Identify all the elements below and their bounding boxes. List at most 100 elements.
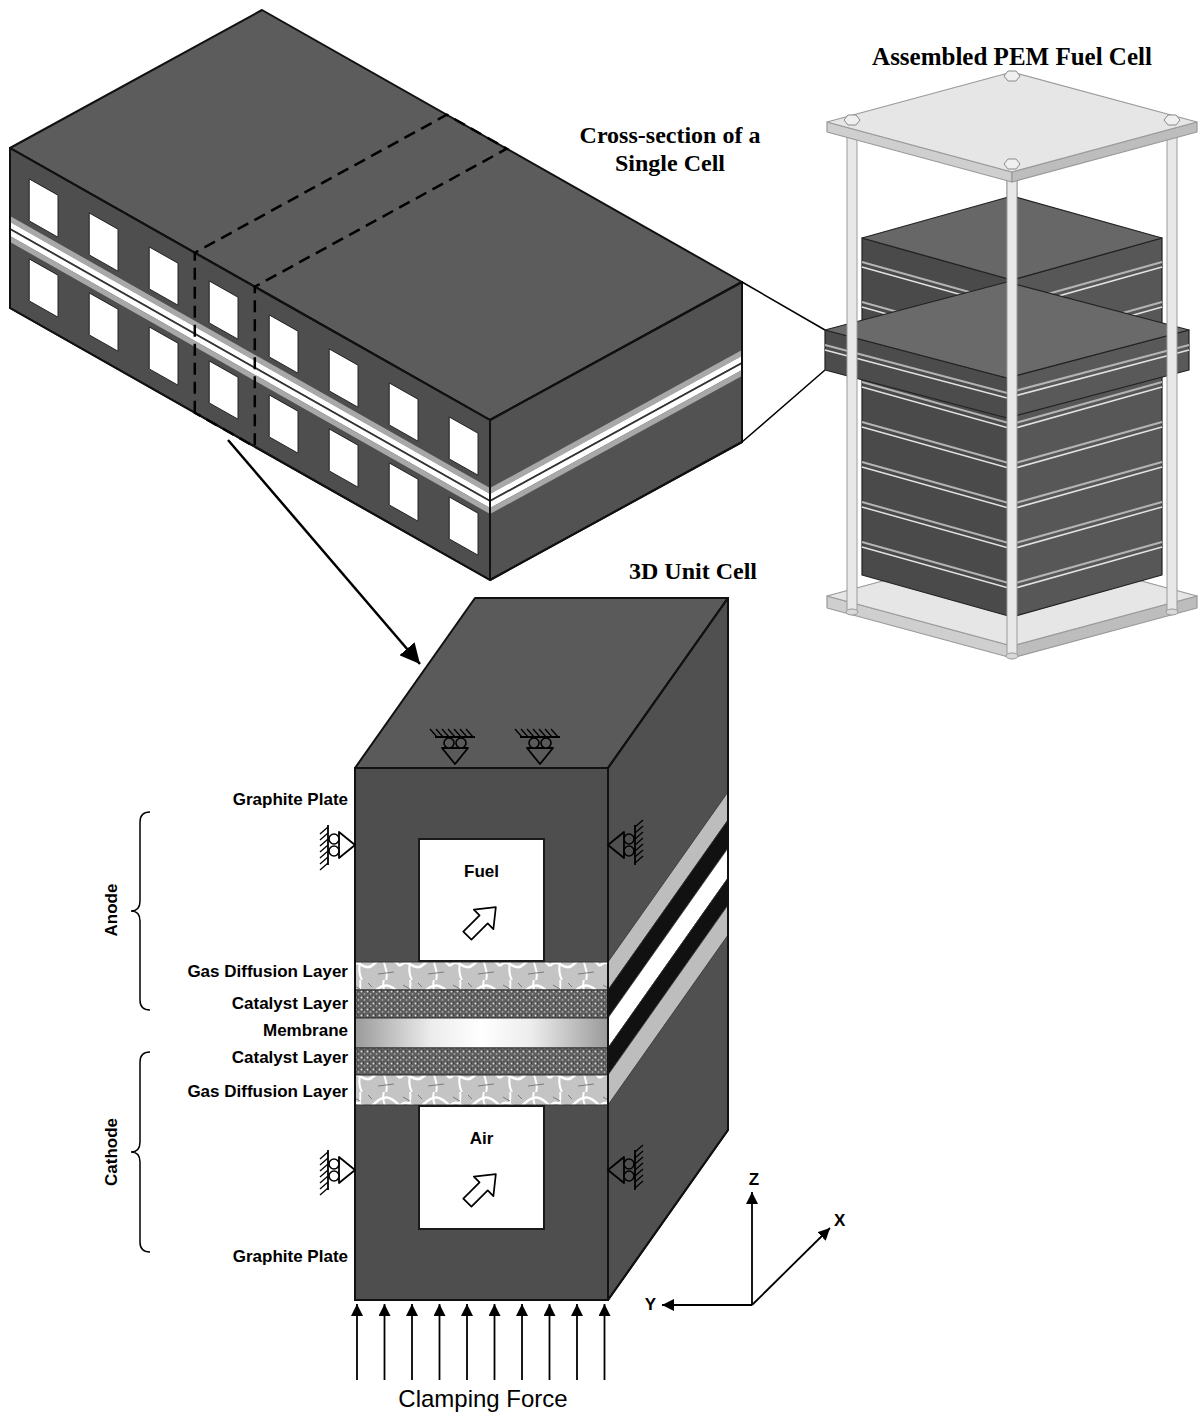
block-layer [10, 216, 490, 494]
mea-layer-side [608, 878, 728, 1075]
support-hatch [320, 1176, 328, 1183]
gas-channel [389, 383, 418, 441]
support-roller [329, 1171, 339, 1181]
roller-support [430, 729, 475, 764]
support-hatch [635, 1181, 643, 1188]
flow-arrow [459, 898, 505, 944]
gas-channel [389, 463, 418, 521]
support-hatch [635, 1145, 643, 1152]
gas-channel [269, 395, 298, 453]
support-triangle [339, 1157, 355, 1183]
support-hatch [635, 856, 643, 863]
support-hatch [545, 729, 552, 737]
mea-layer [355, 962, 608, 990]
view-title: 3D Unit Cell [629, 558, 757, 586]
support-hatch [635, 850, 643, 857]
mea-layer [355, 1048, 608, 1075]
part-name: Graphite Plate [233, 1247, 348, 1267]
cell-front-face [355, 768, 608, 1300]
roller-support [320, 825, 355, 870]
gas-channel [149, 327, 178, 385]
block-layer [10, 222, 490, 500]
flow-arrow [459, 1165, 505, 1211]
gas-channel [89, 213, 118, 271]
mea-layer-side [608, 905, 728, 1105]
block-layer [10, 236, 490, 514]
support-triangle [442, 748, 468, 764]
force-arrow [521, 1304, 523, 1380]
roller-support [320, 1150, 355, 1195]
support-hatch [460, 729, 467, 737]
support-hatch [539, 729, 546, 737]
roller-support [608, 820, 643, 865]
figure-title: Assembled PEM Fuel Cell [872, 43, 1152, 72]
support-roller [329, 834, 339, 844]
cell-side-outline [608, 598, 728, 1300]
gas-channel [269, 315, 298, 373]
unit-cell-outline-dashed [195, 115, 507, 447]
support-roller [541, 738, 551, 748]
support-hatch [635, 844, 643, 851]
tie-rod [1007, 162, 1017, 656]
block-layer [490, 370, 742, 514]
axis-name: Z [749, 1170, 759, 1190]
support-hatch [551, 729, 558, 737]
support-hatch [466, 729, 473, 737]
support-hatch [527, 729, 534, 737]
support-roller [456, 738, 466, 748]
part-name: Membrane [263, 1021, 348, 1041]
flow-name: Fuel [464, 862, 499, 882]
force-arrow [411, 1304, 413, 1380]
support-hatch [515, 729, 522, 737]
flow-arrow-outline [459, 1165, 505, 1211]
cell-side-face [608, 598, 728, 1300]
gas-channel: Fuel [418, 838, 545, 962]
electrode-bracket [131, 1052, 150, 1252]
force-arrow [576, 1304, 578, 1380]
rod-nut [1004, 71, 1020, 81]
magnify-arrow [228, 440, 420, 664]
electrode-name: Anode [102, 884, 122, 937]
axis-arrow [662, 1304, 752, 1306]
support-hatch [448, 729, 455, 737]
cell-front-outline [355, 768, 608, 1300]
support-roller [624, 1159, 634, 1169]
clamping-arrows [357, 1304, 605, 1380]
force-arrow [466, 1304, 468, 1380]
electrode-name: Cathode [102, 1118, 122, 1186]
roller-support [515, 729, 560, 764]
brackets [131, 812, 150, 1252]
gas-channel [149, 247, 178, 305]
support-triangle [527, 748, 553, 764]
support-hatch [635, 1175, 643, 1182]
gas-channel [449, 417, 478, 475]
axis-arrow [752, 1228, 830, 1305]
support-roller [329, 1159, 339, 1169]
tie-rod [847, 118, 857, 612]
support-triangle [339, 832, 355, 858]
roller-support [608, 1145, 643, 1190]
support-hatch [320, 1152, 328, 1159]
rod-nut [844, 115, 860, 125]
block-end-face [490, 282, 742, 580]
support-hatch [635, 1163, 643, 1170]
support-hatch [320, 1188, 328, 1195]
mea-layer [355, 1075, 608, 1105]
block-layer [490, 364, 742, 508]
part-name: Catalyst Layer [232, 994, 348, 1014]
axis-triad [662, 1192, 830, 1305]
part-name: Gas Diffusion Layer [187, 1082, 348, 1102]
support-hatch [635, 820, 643, 827]
gas-channel [29, 259, 58, 317]
part-name: Gas Diffusion Layer [187, 962, 348, 982]
rod-end [1166, 609, 1178, 615]
support-roller [329, 846, 339, 856]
unit-cell [320, 598, 728, 1300]
support-hatch [635, 832, 643, 839]
gas-channel [329, 349, 358, 407]
support-hatch [533, 729, 540, 737]
support-hatch [320, 827, 328, 834]
block-layer [490, 356, 742, 500]
rod-end [1006, 653, 1018, 659]
force-arrow [439, 1304, 441, 1380]
